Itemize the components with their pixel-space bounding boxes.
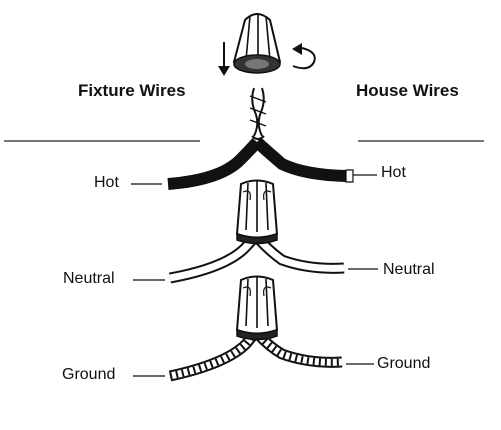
hot-wires (167, 137, 354, 190)
hot-left-label: Hot (94, 174, 119, 191)
down-arrow-icon (218, 42, 230, 76)
rotate-arrow-icon (292, 43, 316, 70)
house-wires-heading: House Wires (356, 81, 459, 100)
ground-wire-nut-icon (236, 275, 278, 341)
ground-right-label: Ground (377, 355, 431, 372)
neutral-left-label: Neutral (63, 270, 115, 287)
fixture-wires-heading: Fixture Wires (78, 81, 186, 100)
hot-right-label: Hot (381, 164, 406, 181)
neutral-right-label: Neutral (383, 261, 435, 278)
wire-nut-icon (232, 13, 282, 74)
ground-left-label: Ground (62, 366, 116, 383)
twisted-wire-tips (249, 87, 267, 140)
neutral-wire-nut-icon (236, 179, 278, 245)
